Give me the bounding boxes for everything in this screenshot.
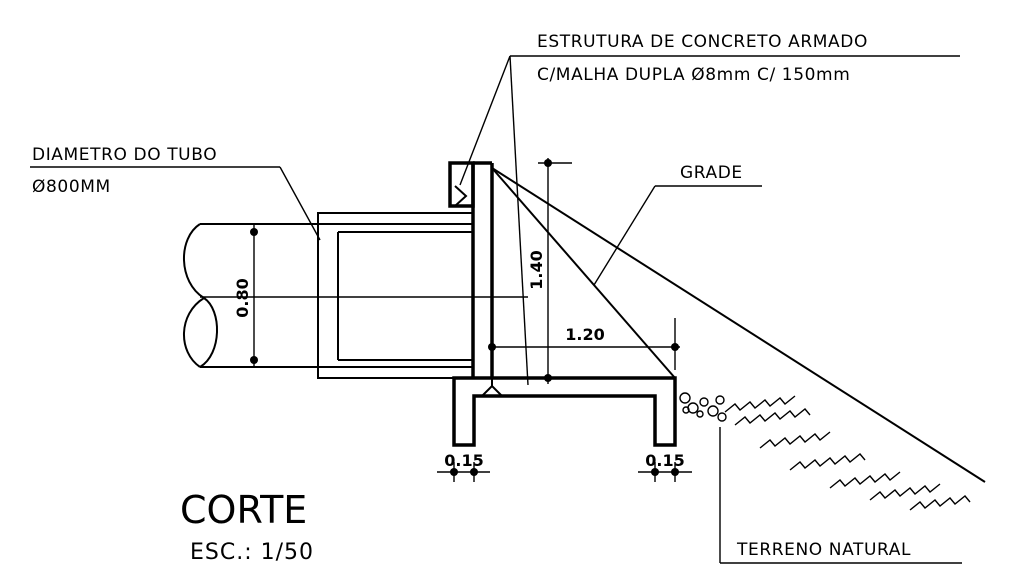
note-tubo-line1: DIAMETRO DO TUBO xyxy=(32,145,217,165)
note-tubo-line2: Ø800MM xyxy=(32,177,111,197)
drawing-scale: ESC.: 1/50 xyxy=(190,540,314,565)
grade-rack xyxy=(491,167,986,483)
dim-right-foot-label: 0.15 xyxy=(645,451,684,470)
note-estrutura: ESTRUTURA DE CONCRETO ARMADO C/MALHA DUP… xyxy=(459,32,960,386)
dimension-left-foot: 0.15 xyxy=(437,451,490,482)
dimension-base-width: 1.20 xyxy=(488,318,680,370)
note-terreno: TERRENO NATURAL xyxy=(719,427,962,564)
dim-pipe-diameter-label: 0.80 xyxy=(233,278,252,317)
note-grade: GRADE xyxy=(593,163,762,286)
note-estrutura-line1: ESTRUTURA DE CONCRETO ARMADO xyxy=(537,32,868,52)
note-terreno-label: TERRENO NATURAL xyxy=(736,540,911,560)
dim-wall-height-label: 1.40 xyxy=(527,250,546,289)
drawing-title: CORTE xyxy=(180,488,307,532)
note-grade-label: GRADE xyxy=(680,163,743,183)
dimension-pipe-diameter: 0.80 xyxy=(233,224,258,367)
terrain xyxy=(679,392,971,511)
concrete-headwall xyxy=(448,161,677,447)
dimension-right-foot: 0.15 xyxy=(638,451,692,482)
dim-base-width-label: 1.20 xyxy=(565,325,604,344)
note-tubo: DIAMETRO DO TUBO Ø800MM xyxy=(30,145,321,241)
note-estrutura-line2: C/MALHA DUPLA Ø8mm C/ 150mm xyxy=(537,65,850,85)
dim-left-foot-label: 0.15 xyxy=(444,451,483,470)
dimension-wall-height: 1.40 xyxy=(527,158,572,384)
